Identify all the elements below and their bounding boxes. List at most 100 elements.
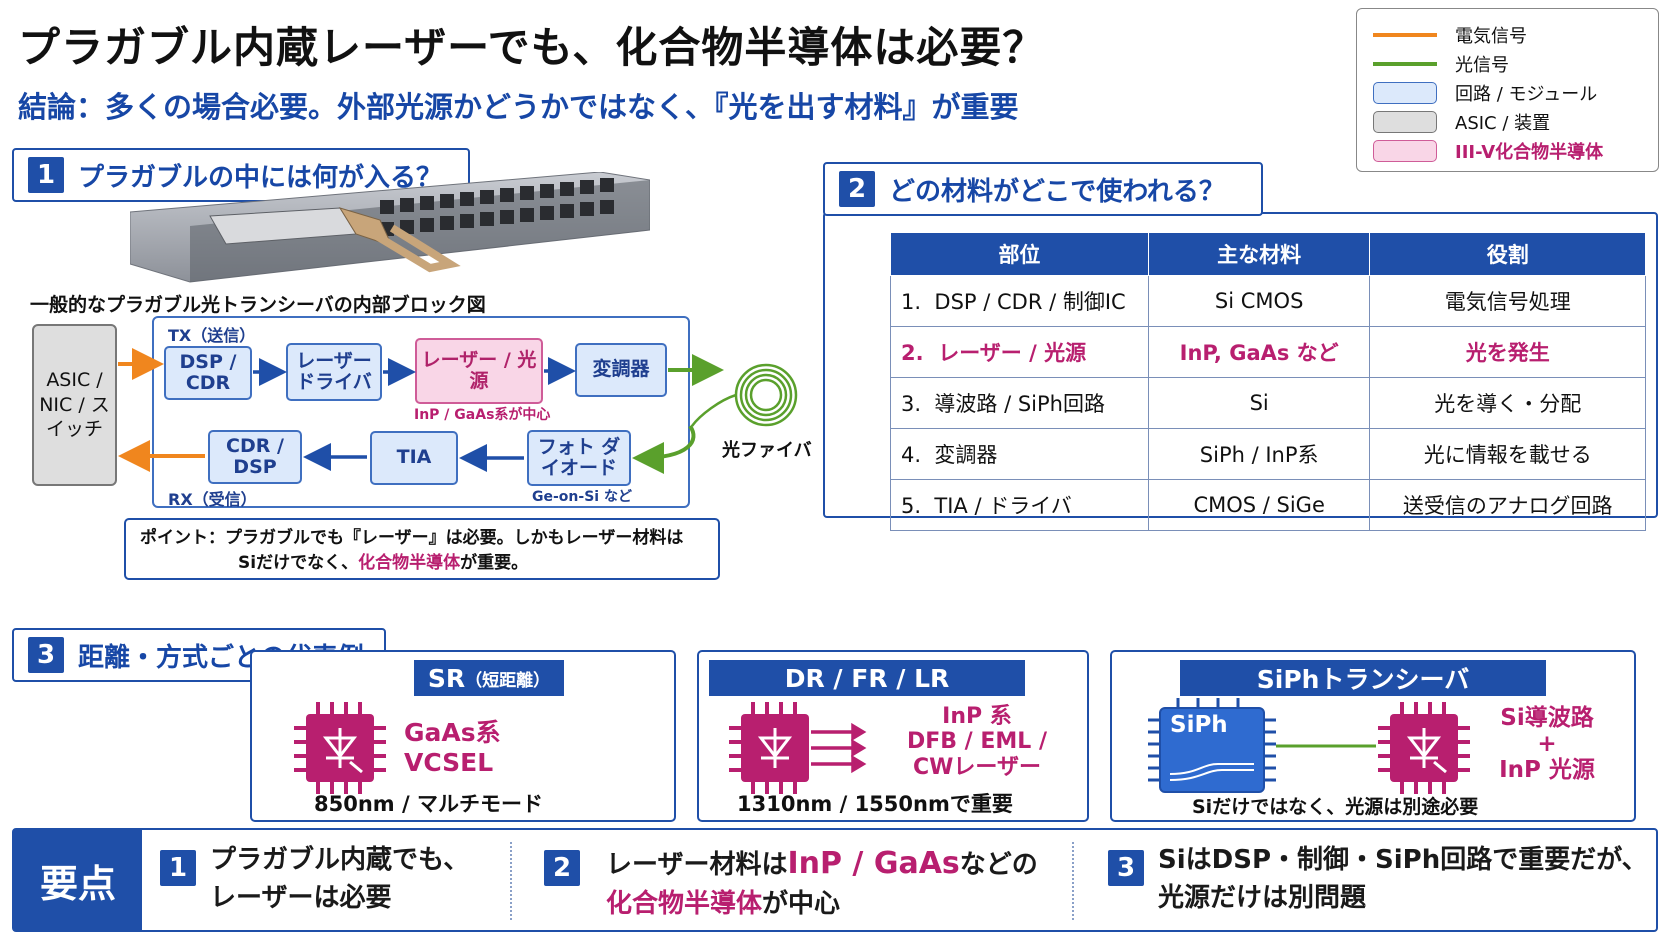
section2-header: 2 どの材料がどこで使われる？ [823, 162, 1263, 216]
legend-item-module: 回路 / モジュール [1373, 81, 1597, 105]
legend-swatch [1373, 82, 1437, 104]
row-number: 2. [901, 341, 924, 365]
tx-label: TX（送信） [168, 326, 256, 345]
section-title: プラガブルの中には何が入る？ [78, 162, 443, 193]
material-cell: Si CMOS [1147, 275, 1371, 327]
table-row: 5. TIA / ドライバ CMOS / SiGe 送受信のアナログ回路 [890, 479, 1646, 531]
point-box: ポイント：プラガブルでも『レーザー』は必要。しかもレーザー材料は Siだけでなく… [124, 518, 720, 580]
dsp-cdr-tx-block: DSP / CDR [164, 346, 252, 400]
material-cell: SiPh / InP系 [1147, 428, 1371, 480]
card-header: SiPhトランシーバ [1180, 660, 1546, 696]
summary-item-1: プラガブル内蔵でも、 レーザーは必要 [210, 842, 469, 917]
fiber-label: 光ファイバ [722, 440, 812, 461]
legend-swatch [1373, 111, 1437, 133]
card-header: DR / FR / LR [709, 660, 1025, 696]
section-number: 2 [839, 171, 875, 207]
diagram-caption: 一般的なプラガブル光トランシーバの内部ブロック図 [30, 294, 486, 316]
part-cell: 5. TIA / ドライバ [890, 479, 1149, 531]
summary-line: SiはDSP・制御・SiPh回路で重要だが、 [1158, 845, 1648, 875]
summary-number: 1 [160, 850, 196, 886]
legend-label: 電気信号 [1455, 26, 1527, 47]
card-dr-fr-lr: DR / FR / LR InP 系 DFB / EML / CWレーザー 13… [697, 650, 1089, 822]
asic-block: ASIC / NIC / スイッチ [32, 324, 117, 486]
card-caption: Siだけではなく、光源は別途必要 [1192, 796, 1479, 818]
legend-swatch [1373, 140, 1437, 162]
fiber-coil-icon [690, 363, 798, 427]
row-number: 5. [901, 494, 922, 518]
summary-line: 光源だけは別問題 [1158, 882, 1367, 913]
legend-item-asic: ASIC / 装置 [1373, 110, 1550, 134]
block-label: 変調器 [592, 358, 650, 381]
table-header-row: 部位 主な材料 役割 [890, 232, 1646, 276]
material-line: VCSEL [404, 748, 494, 777]
part-text: TIA / ドライバ [934, 494, 1072, 518]
material-line: Si導波路 [1500, 705, 1594, 731]
block-label: DSP / CDR [179, 350, 237, 394]
card-sr: SR（短距離） GaAs系 VCSEL 850nm / マルチモード [250, 650, 676, 822]
material-line: + [1537, 730, 1557, 757]
table-row-highlight: 2. レーザー / 光源 InP, GaAs など 光を発生 [890, 326, 1646, 378]
part-text: レーザー / 光源 [938, 341, 1087, 365]
section-number: 3 [28, 637, 64, 673]
block-label: CDR / DSP [226, 434, 284, 478]
card-title: SR [427, 663, 466, 693]
legend-swatch [1373, 62, 1437, 66]
summary-line: プラガブル内蔵でも、 [210, 845, 470, 875]
summary-item-2: レーザー材料はInP / GaAsなどの 化合物半導体が中心 [606, 842, 1038, 923]
column-header: 役割 [1369, 232, 1646, 276]
legend: 電気信号 光信号 回路 / モジュール ASIC / 装置 III-V化合物半導… [1356, 8, 1659, 172]
column-header: 主な材料 [1147, 232, 1371, 276]
summary-bar: 要点 1 プラガブル内蔵でも、 レーザーは必要 2 レーザー材料はInP / G… [12, 828, 1658, 932]
part-cell: 2. レーザー / 光源 [890, 326, 1149, 378]
role-cell: 光を発生 [1369, 326, 1646, 378]
card-material: Si導波路 + InP 光源 [1482, 705, 1612, 783]
summary-label: 要点 [14, 830, 142, 930]
laser-driver-block: レーザー ドライバ [286, 343, 382, 401]
card-title: SiPhトランシーバ [1256, 665, 1470, 694]
block-label: レーザー ドライバ [296, 349, 372, 393]
role-cell: 送受信のアナログ回路 [1369, 479, 1646, 531]
material-cell: InP, GaAs など [1147, 326, 1371, 378]
arrow-optical-in [632, 424, 696, 474]
table-row: 3. 導波路 / SiPh回路 Si 光を導く・分配 [890, 377, 1646, 429]
materials-table: 部位 主な材料 役割 1. DSP / CDR / 制御IC Si CMOS 電… [890, 232, 1646, 531]
point-line-1: ポイント：プラガブルでも『レーザー』は必要。しかもレーザー材料は [140, 528, 684, 548]
laser-source-block: レーザー / 光源 [415, 338, 543, 404]
role-cell: 光に情報を載せる [1369, 428, 1646, 480]
transceiver-module-frame [152, 316, 690, 508]
summary-text: などの [959, 850, 1038, 880]
section-number: 1 [28, 157, 64, 193]
material-line: InP 系 [942, 704, 1012, 729]
laser-chip-icon [294, 702, 386, 794]
laser-chip-arrows-icon [729, 702, 867, 794]
part-text: 導波路 / SiPh回路 [934, 392, 1105, 416]
point-text: が重要。 [460, 552, 529, 573]
summary-highlight: 化合物半導体 [606, 888, 763, 919]
card-material: InP 系 DFB / EML / CWレーザー [877, 704, 1077, 780]
legend-item-optical: 光信号 [1373, 52, 1509, 76]
card-caption: 1310nm / 1550nmで重要 [737, 792, 1013, 816]
block-label: レーザー / 光源 [421, 348, 537, 392]
page-subtitle: 結論：多くの場合必要。外部光源かどうかではなく、『光を出す材料』が重要 [18, 90, 1019, 124]
material-cell: Si [1147, 377, 1371, 429]
summary-line: レーザー材料はInP / GaAsなどの [606, 842, 1038, 886]
photodiode-note: Ge-on-Si など [532, 489, 632, 505]
block-label: TIA [396, 446, 432, 469]
card-title-sub: （短距離） [465, 670, 551, 691]
card-material: GaAs系 VCSEL [404, 718, 501, 778]
block-diagram-arrows [118, 348, 798, 474]
legend-label: 回路 / モジュール [1455, 84, 1598, 105]
role-cell: 光を導く・分配 [1369, 377, 1646, 429]
summary-text: レーザー材料は [606, 850, 788, 880]
card-caption: 850nm / マルチモード [314, 792, 543, 816]
section-title: どの材料がどこで使われる？ [889, 176, 1225, 207]
cdr-dsp-rx-block: CDR / DSP [208, 430, 302, 484]
summary-number: 2 [544, 850, 580, 886]
point-line-2: Siだけでなく、化合物半導体が重要。 [140, 551, 704, 576]
tia-block: TIA [370, 431, 458, 485]
legend-label: 光信号 [1455, 55, 1509, 76]
legend-label: ASIC / 装置 [1455, 113, 1551, 134]
part-text: 変調器 [934, 443, 998, 467]
material-cell: CMOS / SiGe [1147, 479, 1371, 531]
legend-label: III-V化合物半導体 [1455, 142, 1604, 163]
